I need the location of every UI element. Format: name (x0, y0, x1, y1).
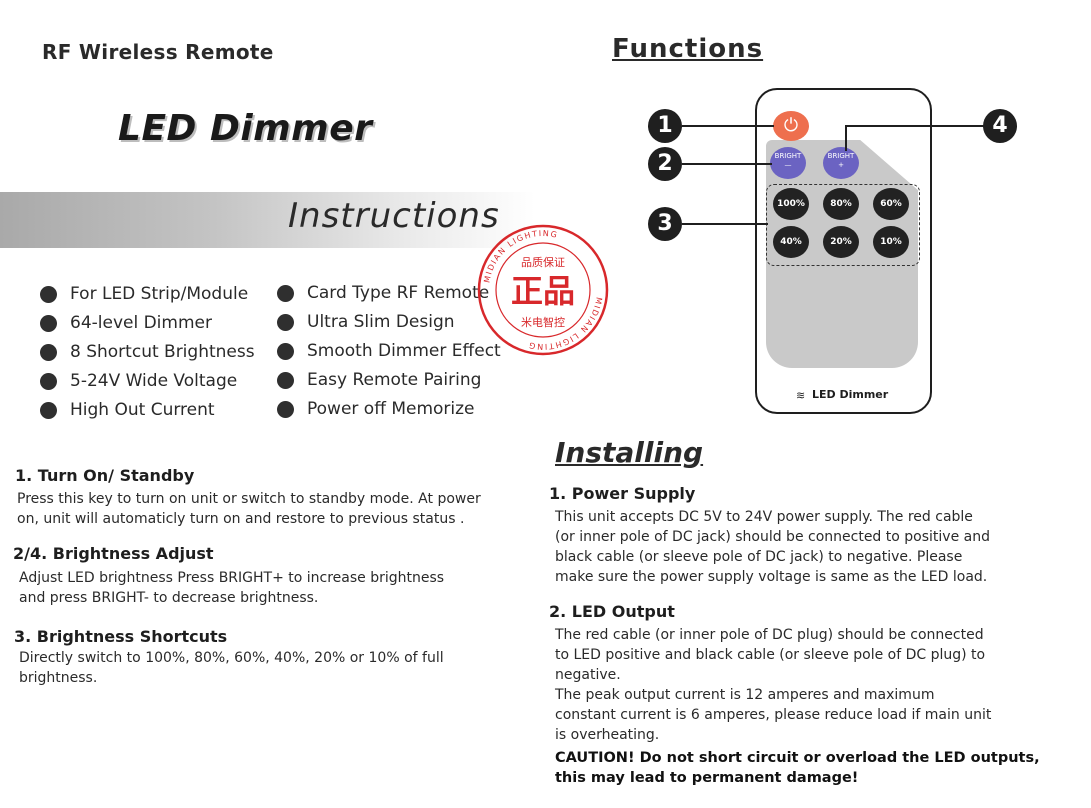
callout-3-line (682, 223, 768, 225)
callout-3: 3 (648, 207, 682, 241)
feature-item: Power off Memorize (277, 399, 475, 419)
bullet-icon (277, 371, 294, 389)
feature-item: 8 Shortcut Brightness (40, 342, 255, 362)
feature-item: 64-level Dimmer (40, 313, 212, 333)
function-2-title: 2/4. Brightness Adjust (13, 544, 214, 563)
shortcut-button-40: 40% (773, 226, 809, 258)
function-1-title: 1. Turn On/ Standby (15, 466, 195, 485)
bullet-icon (277, 400, 294, 418)
feature-item: 5-24V Wide Voltage (40, 371, 237, 391)
install-2-body: The red cable (or inner pole of DC plug)… (555, 627, 992, 743)
callout-2-line (682, 163, 772, 165)
shortcut-button-20: 20% (823, 226, 859, 258)
callout-4-line (873, 125, 985, 127)
remote-label: LED Dimmer (812, 388, 889, 401)
bullet-icon (277, 313, 294, 331)
shortcut-button-100: 100% (773, 188, 809, 220)
installing-heading: Installing (555, 436, 704, 469)
install-1-title: 1. Power Supply (549, 484, 696, 503)
feature-item: Easy Remote Pairing (277, 370, 481, 390)
feature-item: Card Type RF Remote (277, 283, 489, 303)
bullet-icon (40, 285, 57, 303)
install-2-title: 2. LED Output (549, 602, 675, 621)
caution-notice: CAUTION! Do not short circuit or overloa… (555, 750, 1040, 786)
bullet-icon (277, 342, 294, 360)
feature-item: High Out Current (40, 400, 215, 420)
install-1-body: This unit accepts DC 5V to 24V power sup… (555, 509, 990, 585)
callout-1: 1 (648, 109, 682, 143)
bullet-icon (277, 284, 294, 302)
shortcut-button-80: 80% (823, 188, 859, 220)
callout-1-line (682, 125, 774, 127)
authenticity-stamp: MIDIAN LIGHTING MIDIAN LIGHTING 品质保证 正品 … (477, 224, 609, 356)
function-3-title: 3. Brightness Shortcuts (14, 627, 228, 646)
function-1-body: Press this key to turn on unit or switch… (17, 491, 481, 527)
feature-item: Smooth Dimmer Effect (277, 341, 501, 361)
bullet-icon (40, 372, 57, 390)
wireless-icon: ≋ (796, 389, 806, 402)
shortcut-button-60: 60% (873, 188, 909, 220)
product-name-title: LED Dimmer (118, 108, 373, 149)
feature-item: Ultra Slim Design (277, 312, 455, 332)
bullet-icon (40, 343, 57, 361)
bright-plus-button: BRIGHT + (823, 147, 859, 179)
bullet-icon (40, 401, 57, 419)
callout-4: 4 (983, 109, 1017, 143)
instructions-banner (0, 192, 535, 248)
power-button-icon: ⏻ (773, 111, 809, 141)
functions-heading: Functions (612, 34, 764, 64)
product-line-title: RF Wireless Remote (42, 40, 274, 64)
bullet-icon (40, 314, 57, 332)
shortcut-button-10: 10% (873, 226, 909, 258)
instructions-heading: Instructions (288, 196, 500, 236)
stamp-top-text: 品质保证 (521, 255, 565, 269)
callout-2: 2 (648, 147, 682, 181)
function-2-body: Adjust LED brightness Press BRIGHT+ to i… (19, 570, 445, 606)
shortcut-group (766, 184, 920, 266)
stamp-bottom-text: 米电智控 (521, 315, 565, 329)
feature-item: For LED Strip/Module (40, 284, 248, 304)
bright-minus-button: BRIGHT — (770, 147, 806, 179)
callout-4-join (845, 125, 875, 127)
callout-4-drop (845, 125, 847, 151)
function-3-body: Directly switch to 100%, 80%, 60%, 40%, … (19, 650, 444, 686)
stamp-main-text: 正品 (511, 272, 575, 310)
